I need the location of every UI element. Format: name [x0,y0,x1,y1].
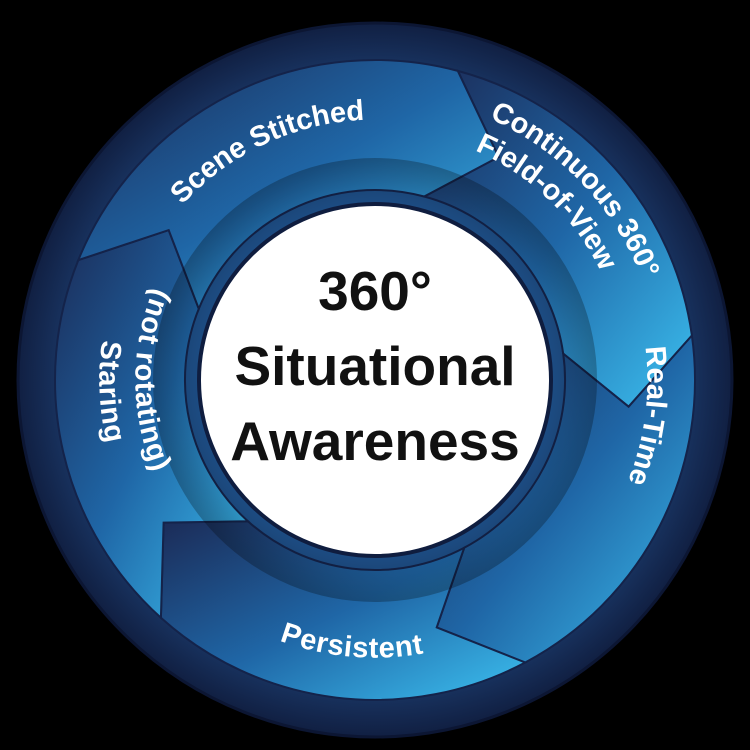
label-staring-line-1: Staring [92,339,131,445]
center-title-line-1: 360° [318,260,432,322]
center-disc-rim [197,202,553,558]
center-title-line-3: Awareness [230,410,519,472]
outer-ring-edge [16,21,734,739]
center-title-line-2: Situational [234,335,515,397]
center-disc [200,205,550,555]
